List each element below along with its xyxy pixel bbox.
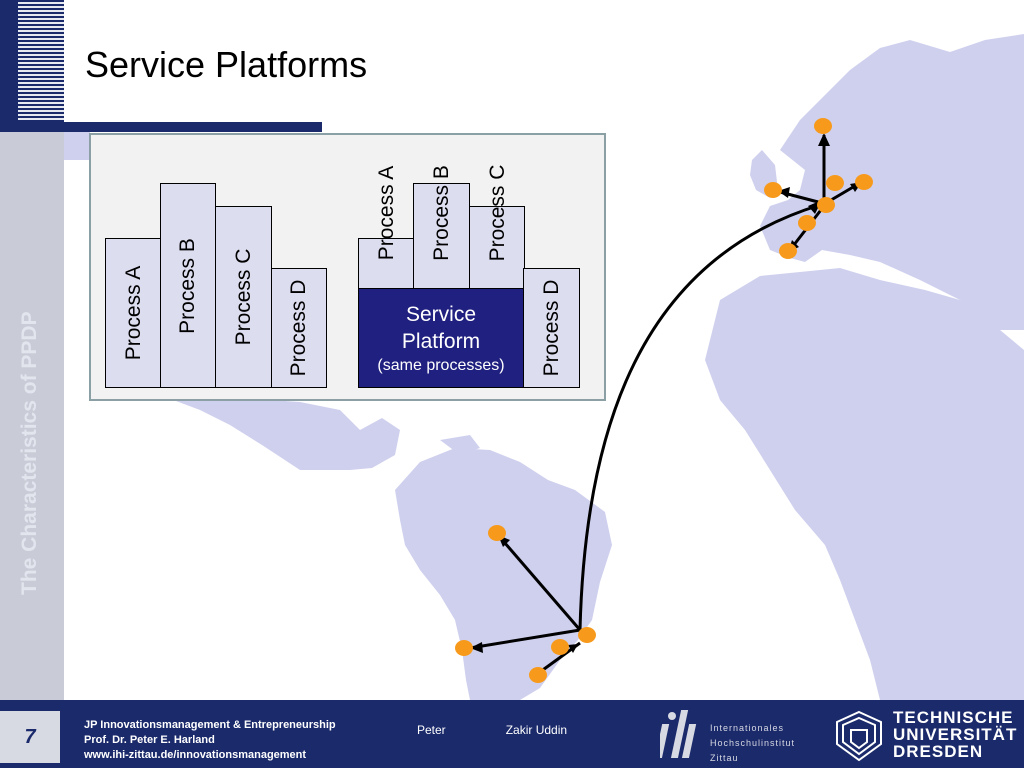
ihi-line: Zittau xyxy=(710,753,739,763)
marker-brazil-a xyxy=(551,639,569,655)
marker-eu-alps xyxy=(798,215,816,231)
process-bar-d: Process D xyxy=(271,268,327,388)
marker-eu-south xyxy=(779,243,797,259)
footer-course: JP Innovationsmanagement & Entrepreneurs… xyxy=(84,719,336,731)
service-platform-line2: Platform xyxy=(401,330,481,353)
marker-eu-west xyxy=(764,182,782,198)
platform-process-label-b: Process B xyxy=(430,165,453,261)
platform-process-label-c: Process C xyxy=(486,164,509,262)
location-markers xyxy=(455,118,873,683)
south-america-landmass xyxy=(395,448,612,700)
ihi-wordmark: Internationales Hochschulinstitut Zittau xyxy=(710,722,795,764)
marker-eu-east xyxy=(855,174,873,190)
process-label: Process D xyxy=(539,279,563,377)
madagascar xyxy=(1005,550,1024,620)
marker-eu-central xyxy=(826,175,844,191)
transatlantic-link xyxy=(578,203,821,631)
ihi-line: Hochschulinstitut xyxy=(710,738,796,748)
platform-process-bar-c xyxy=(469,206,525,290)
ihi-logo-icon xyxy=(660,710,697,758)
header-divider-bar xyxy=(0,122,322,132)
process-label: Process A xyxy=(121,265,145,361)
footer-url: www.ihi-zittau.de/innovationsmanagement xyxy=(84,749,307,761)
arrowhead xyxy=(470,642,483,653)
side-panel xyxy=(0,132,64,700)
slide-title: Service Platforms xyxy=(85,44,368,85)
link-sa-north xyxy=(496,534,582,631)
tud-line: UNIVERSITÄT xyxy=(893,725,1018,744)
footer-author-first: Peter xyxy=(417,723,446,737)
link-sa-west xyxy=(469,628,581,650)
platform-process-label-a: Process A xyxy=(375,165,398,261)
section-label: The Characteristics of PPDP xyxy=(18,311,41,595)
page-number: 7 xyxy=(0,711,60,763)
footer-author-second: Zakir Uddin xyxy=(505,723,568,737)
marker-eu-hub xyxy=(817,197,835,213)
tud-seal-icon xyxy=(836,710,882,762)
footer-course-info: JP Innovationsmanagement & Entrepreneurs… xyxy=(84,718,336,763)
arrowhead xyxy=(778,187,790,198)
north-america-landmass xyxy=(64,132,400,470)
footer-professor: Prof. Dr. Peter E. Harland xyxy=(84,734,215,746)
arrowhead xyxy=(818,133,830,146)
header-stripe-block xyxy=(0,0,18,122)
africa-landmass xyxy=(705,268,1024,700)
footer-authors: Peter Zakir Uddin xyxy=(417,723,567,737)
process-label: Process B xyxy=(176,237,199,334)
marker-brazil-b xyxy=(578,627,596,643)
marker-eu-north xyxy=(814,118,832,134)
process-label: Process C xyxy=(231,248,255,346)
ihi-line: Internationales xyxy=(710,723,785,733)
marker-west-sa xyxy=(455,640,473,656)
tud-line: TECHNISCHE xyxy=(893,708,1014,727)
service-platform-note: (same processes) xyxy=(377,357,505,374)
tud-wordmark: TECHNISCHE UNIVERSITÄT DRESDEN xyxy=(893,709,1017,760)
process-bar-c: Process C xyxy=(215,206,272,388)
process-label: Process D xyxy=(287,279,310,377)
europe-landmass xyxy=(760,34,1024,330)
marker-north-sa xyxy=(488,525,506,541)
service-platform-block: Service Platform (same processes) xyxy=(358,288,524,388)
process-bar-b: Process B xyxy=(160,183,216,388)
arrowhead xyxy=(568,644,578,653)
platform-process-bar-b xyxy=(413,183,470,290)
process-bar-a: Process A xyxy=(105,238,162,388)
marker-south-sa xyxy=(529,667,547,683)
service-platform-line1: Service xyxy=(405,303,477,326)
platform-side-bar-d: Process D xyxy=(523,268,580,388)
tud-line: DRESDEN xyxy=(893,742,984,761)
